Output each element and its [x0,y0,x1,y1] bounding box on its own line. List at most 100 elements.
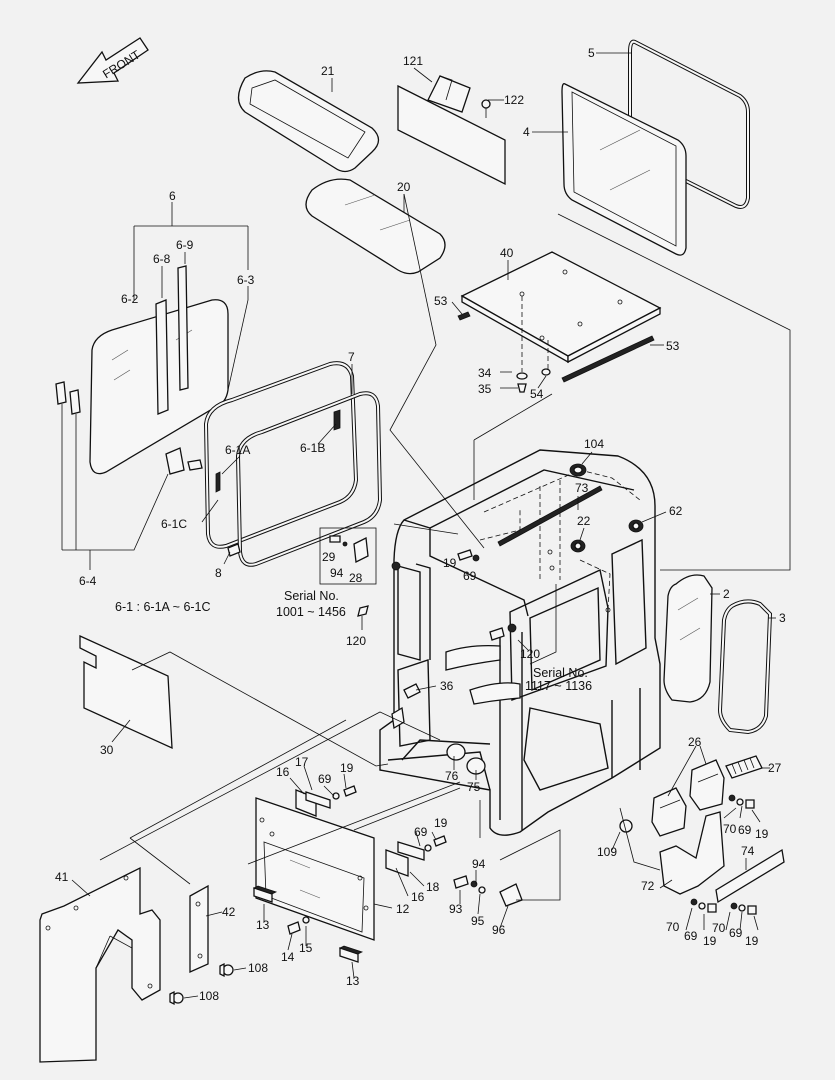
serial-label-b: Serial No. [533,666,588,680]
cab-frame [379,449,661,836]
callout-69-lower-b: 69 [729,926,743,940]
callout-34: 34 [478,366,492,380]
callout-6-1c: 6-1C [161,517,187,531]
part-27-vent [725,755,763,779]
callout-4: 4 [523,125,530,139]
part-74-plate [715,848,785,904]
callout-76: 76 [445,769,459,783]
part-14-15-screws [287,916,310,935]
callout-35: 35 [478,382,492,396]
part-96-latch [453,875,523,907]
part-40-roof-panel [457,251,662,383]
part-41-floor-panel [39,866,161,1063]
callout-18: 18 [426,880,440,894]
callout-6-3: 6-3 [237,273,255,287]
part-5-window-seal [628,39,750,209]
part-13-rubber-blocks [252,885,364,963]
part-3-rear-seal [717,599,773,735]
callout-41: 41 [55,870,69,884]
callout-19-upper: 19 [443,556,457,570]
callout-109: 109 [597,845,617,859]
callout-6-4: 6-4 [79,574,97,588]
callout-22: 22 [577,514,591,528]
callout-104: 104 [584,437,604,451]
callout-19-hinge-upper: 19 [340,761,354,775]
leader-lines [61,52,791,999]
callout-53-lower: 53 [666,339,680,353]
callout-21: 21 [321,64,335,78]
part-30-panel [79,634,173,750]
callout-26: 26 [688,735,702,749]
callout-13-lower: 13 [346,974,360,988]
callout-69-hinge-lower: 69 [414,825,428,839]
callout-94-lower: 94 [472,857,486,871]
callout-6: 6 [169,189,176,203]
callout-36: 36 [440,679,454,693]
callout-95: 95 [471,914,485,928]
callout-6-1a: 6-1A [225,443,250,457]
callout-42: 42 [222,905,236,919]
cab-bumpers [446,743,486,775]
part-21-window-frame [237,70,380,173]
callout-96: 96 [492,923,506,937]
part-108-clips [169,962,234,1006]
part-4-side-glass [561,83,687,256]
callout-94-upper: 94 [330,566,344,580]
callout-8: 8 [215,566,222,580]
callout-53-upper: 53 [434,294,448,308]
front-arrow: FRONT [76,37,149,84]
callout-72: 72 [641,879,655,893]
callout-73: 73 [575,481,589,495]
callout-69-hinge-upper: 69 [318,772,332,786]
callout-70-lower-a: 70 [666,920,680,934]
part-6-1-door-hinges [55,381,203,475]
callout-12: 12 [396,902,410,916]
callout-122: 122 [504,93,524,107]
callout-16-lower: 16 [411,890,425,904]
serial-label-a: Serial No. [284,589,339,603]
callout-70-upper: 70 [723,822,737,836]
callout-6-1b: 6-1B [300,441,325,455]
callout-6-8: 6-8 [153,252,171,266]
callout-6-2: 6-2 [121,292,139,306]
part-26-brackets [651,759,725,837]
callout-17: 17 [295,755,309,769]
part-6-2-door-glass [89,265,229,475]
callout-69-lower-a: 69 [684,929,698,943]
callout-120-right: 120 [520,647,540,661]
callout-40: 40 [500,246,514,260]
callout-74: 74 [741,844,755,858]
part-16-17-hinge-upper [295,785,357,817]
callout-69-right-upper: 69 [738,823,752,837]
callout-30: 30 [100,743,114,757]
callout-13-upper: 13 [256,918,270,932]
part-121-sun-visor [397,75,506,186]
callout-28: 28 [349,571,363,585]
callout-93: 93 [449,902,463,916]
callout-19-right-upper: 19 [755,827,769,841]
callout-108-lower: 108 [199,989,219,1003]
callout-27: 27 [768,761,782,775]
callout-62: 62 [669,504,683,518]
callout-15: 15 [299,941,313,955]
callout-16-upper: 16 [276,765,290,779]
part-20-roof-glass [305,178,446,275]
part-2-rear-glass [663,574,713,703]
serial-box-parts [319,527,377,617]
serial-range-a: 1001 ~ 1456 [276,605,346,619]
callout-2: 2 [723,587,730,601]
callout-6-9: 6-9 [176,238,194,252]
callout-120-left: 120 [346,634,366,648]
legend-note: 6-1 : 6-1A ~ 6-1C [115,600,211,614]
callout-3: 3 [779,611,786,625]
callout-54: 54 [530,387,544,401]
fastener-groups-right [690,794,757,915]
cab-grommets [457,463,644,641]
callout-69-upper: 69 [463,569,477,583]
callout-19-hinge-lower: 19 [434,816,448,830]
part-42-side-panel [189,884,209,974]
callout-20: 20 [397,180,411,194]
callout-108-upper: 108 [248,961,268,975]
